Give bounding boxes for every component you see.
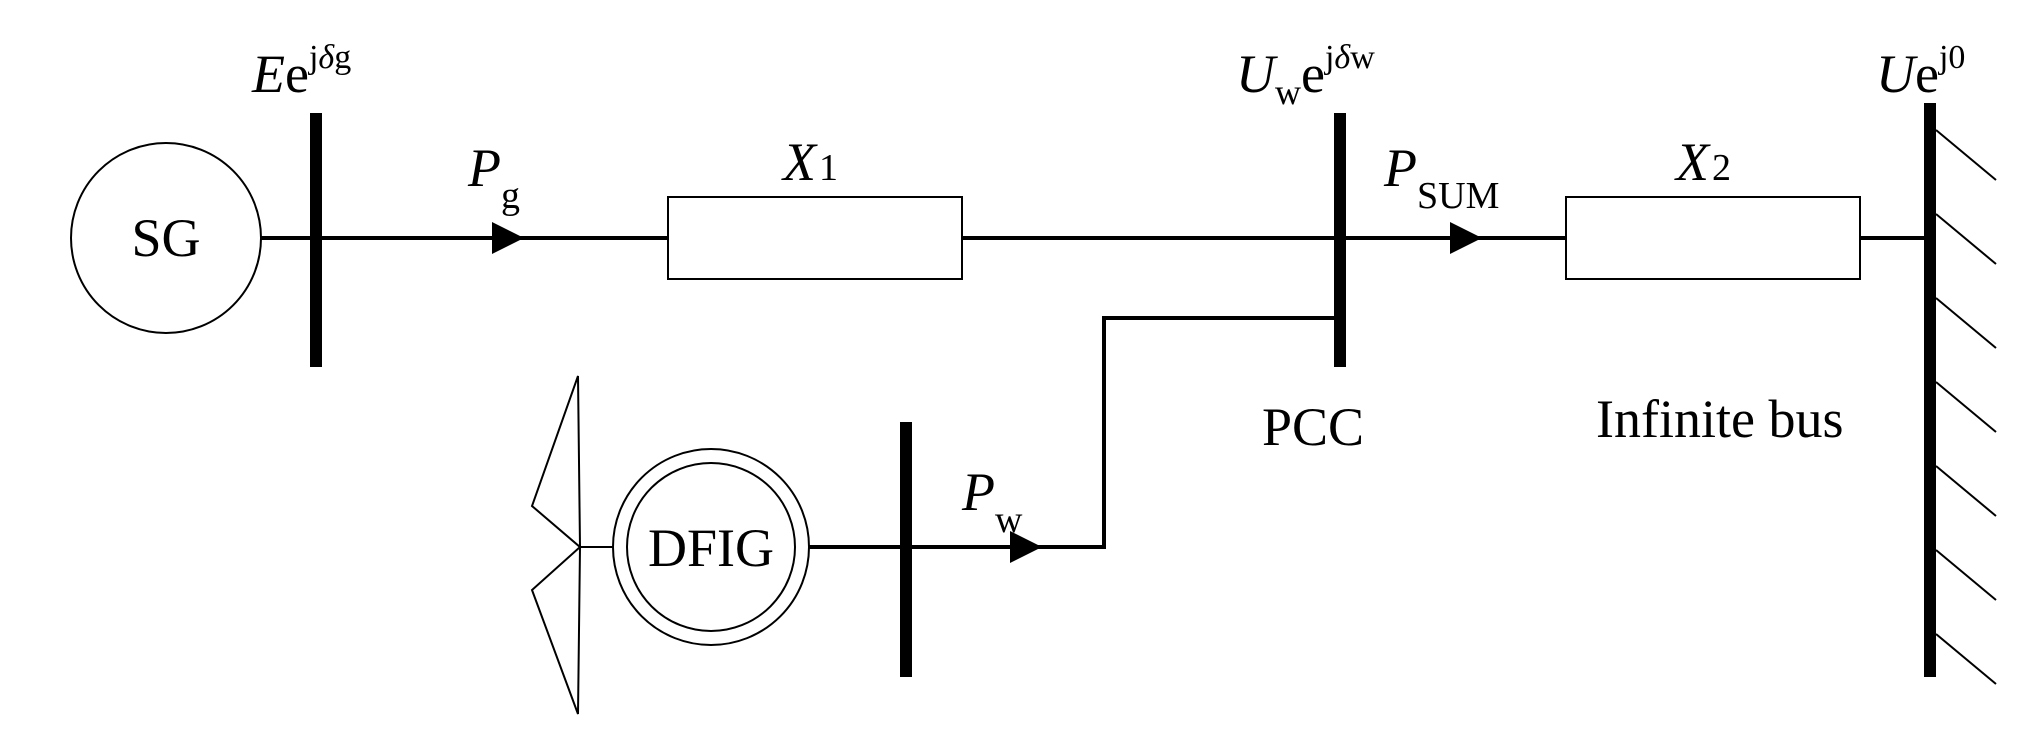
- psum-flow-arrow-icon: [1450, 222, 1482, 254]
- infinite-bus-voltage-label: Uej0: [1876, 39, 1965, 104]
- x1-label: X1: [781, 132, 838, 192]
- dfig-to-pcc-line: [809, 316, 1340, 549]
- pcc-label: PCC: [1262, 397, 1364, 457]
- sg-label: SG: [131, 208, 200, 268]
- pcc-voltage-label: Uwejδw: [1236, 39, 1375, 112]
- pw-flow-arrow-icon: [1010, 531, 1042, 563]
- reactance-x1-box: [667, 196, 963, 280]
- wind-turbine-icon: [530, 375, 613, 715]
- dfig-label: DFIG: [648, 518, 774, 578]
- pw-label: Pw: [961, 462, 1023, 541]
- reactance-x2-box: [1565, 196, 1861, 280]
- x2-label: X2: [1674, 132, 1731, 192]
- pg-label: Pg: [467, 138, 520, 217]
- infinite-bus-hatching: [1935, 129, 1997, 685]
- pg-flow-arrow-icon: [492, 222, 524, 254]
- sg-bus-voltage-label: Eejδg: [251, 39, 351, 104]
- infinite-bus-label: Infinite bus: [1596, 389, 1843, 449]
- psum-label: PSUM: [1383, 138, 1499, 217]
- dfig-inner-ring: [626, 462, 796, 632]
